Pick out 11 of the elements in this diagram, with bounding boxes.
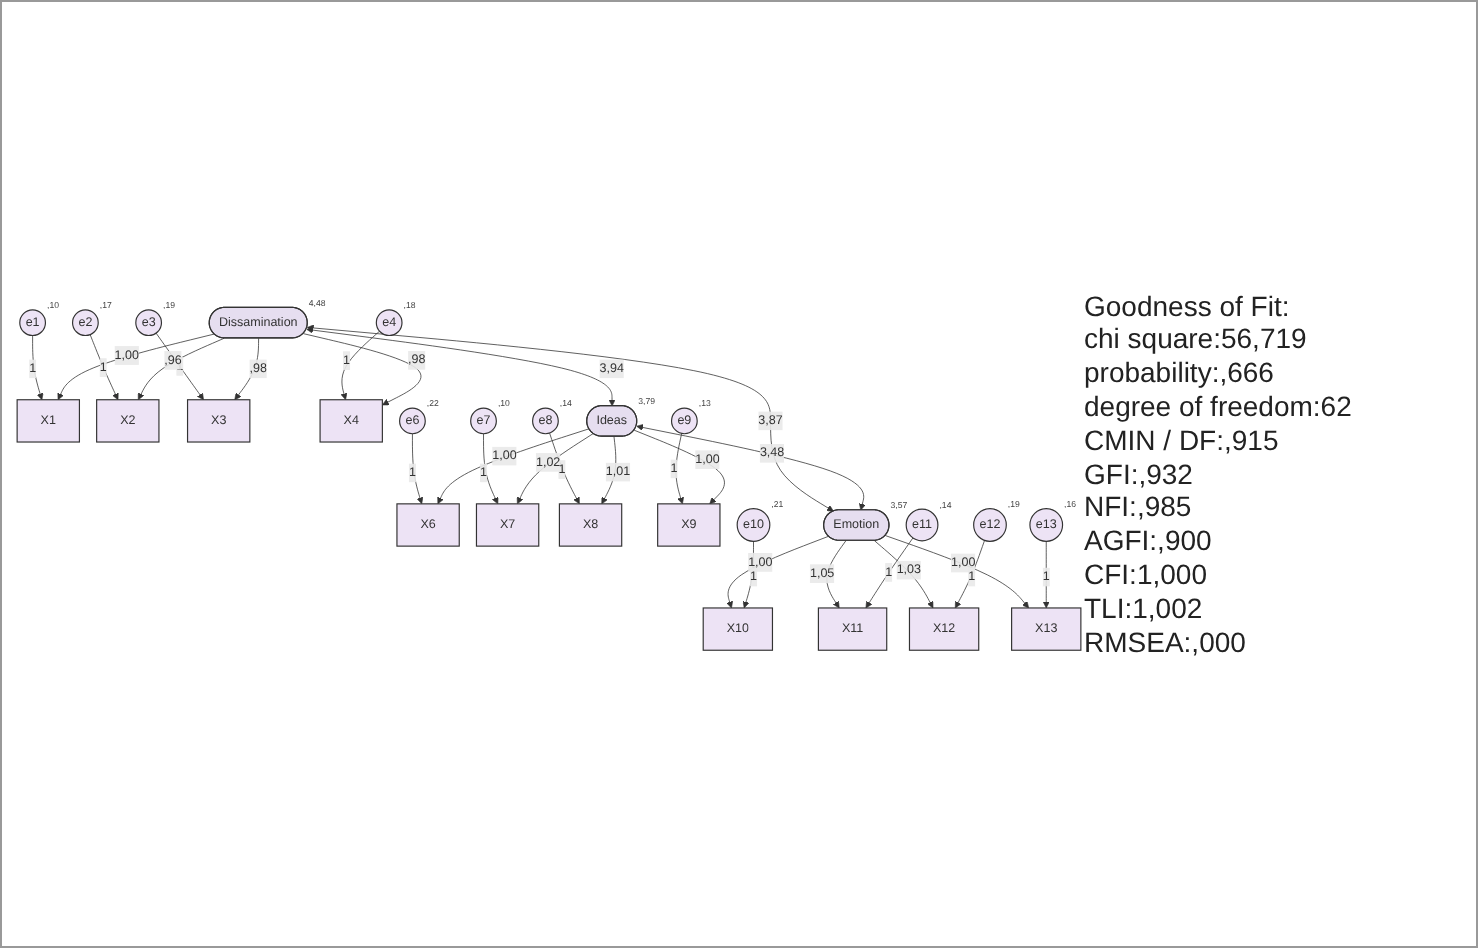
fit-statistic: RMSEA:,000	[1084, 625, 1248, 659]
fit-statistic: GFI:,932	[1084, 457, 1195, 491]
fit-statistic: degree of freedom:62	[1084, 390, 1354, 424]
fit-statistic: probability:,666	[1084, 356, 1276, 390]
fit-statistic: CFI:1,000	[1084, 557, 1209, 592]
fit-heading: Goodness of Fit:	[1084, 289, 1292, 323]
fit-statistic: chi square:56,719	[1084, 322, 1309, 357]
fit-statistic: TLI:1,002	[1084, 591, 1205, 626]
fit-statistic: AGFI:,900	[1084, 524, 1214, 558]
fit-statistic: CMIN / DF:,915	[1084, 423, 1281, 458]
fit-statistic: NFI:,985	[1084, 490, 1194, 525]
